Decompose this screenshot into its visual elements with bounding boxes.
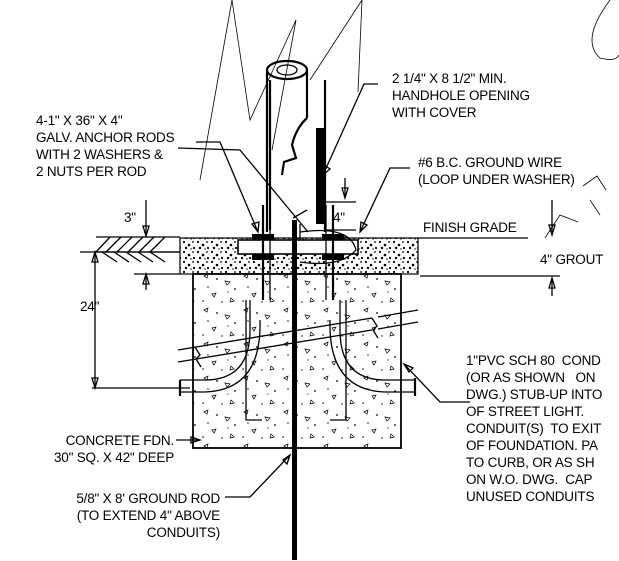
base-plate (237, 205, 359, 300)
ground-rod (292, 220, 297, 560)
conduits (178, 300, 417, 421)
watermark-letter-o (591, 0, 619, 60)
label-concrete-foundation: CONCRETE FDN. 30" SQ. X 42" DEEP (53, 433, 174, 465)
dimension-24-inch: 24" (80, 299, 100, 314)
dimension-3-inch: 3" (124, 210, 136, 225)
dimension-lines (80, 178, 560, 391)
label-finish-grade: FINISH GRADE (423, 220, 517, 235)
label-ground-wire: #6 B.C. GROUND WIRE (LOOP UNDER WASHER) (418, 155, 575, 187)
label-anchor-rods: 4-1" X 36" X 4" GALV. ANCHOR RODS WITH 2… (36, 113, 175, 179)
handhole-cover (316, 128, 324, 224)
horizontal-conduit (177, 309, 419, 368)
label-handhole-opening: 2 1/4" X 8 1/2" MIN. HANDHOLE OPENING WI… (392, 71, 530, 120)
watermark-letter-t (582, 175, 607, 191)
ground-hatch (95, 236, 180, 263)
label-conduit-note: 1"PVC SCH 80 COND (OR AS SHOWN ON DWG.) … (466, 353, 603, 504)
watermark-letter-t2 (589, 199, 601, 216)
ground-wire-loop (299, 224, 357, 265)
label-grout: 4" GROUT (540, 252, 604, 267)
dimension-4-inch: 4" (333, 210, 345, 225)
watermark-letter-a (309, 0, 363, 93)
label-ground-rod: 5/8" X 8' GROUND ROD (TO EXTEND 4" ABOVE… (76, 491, 220, 540)
leader-lines (176, 83, 470, 498)
watermark-letter-m (199, 0, 297, 181)
